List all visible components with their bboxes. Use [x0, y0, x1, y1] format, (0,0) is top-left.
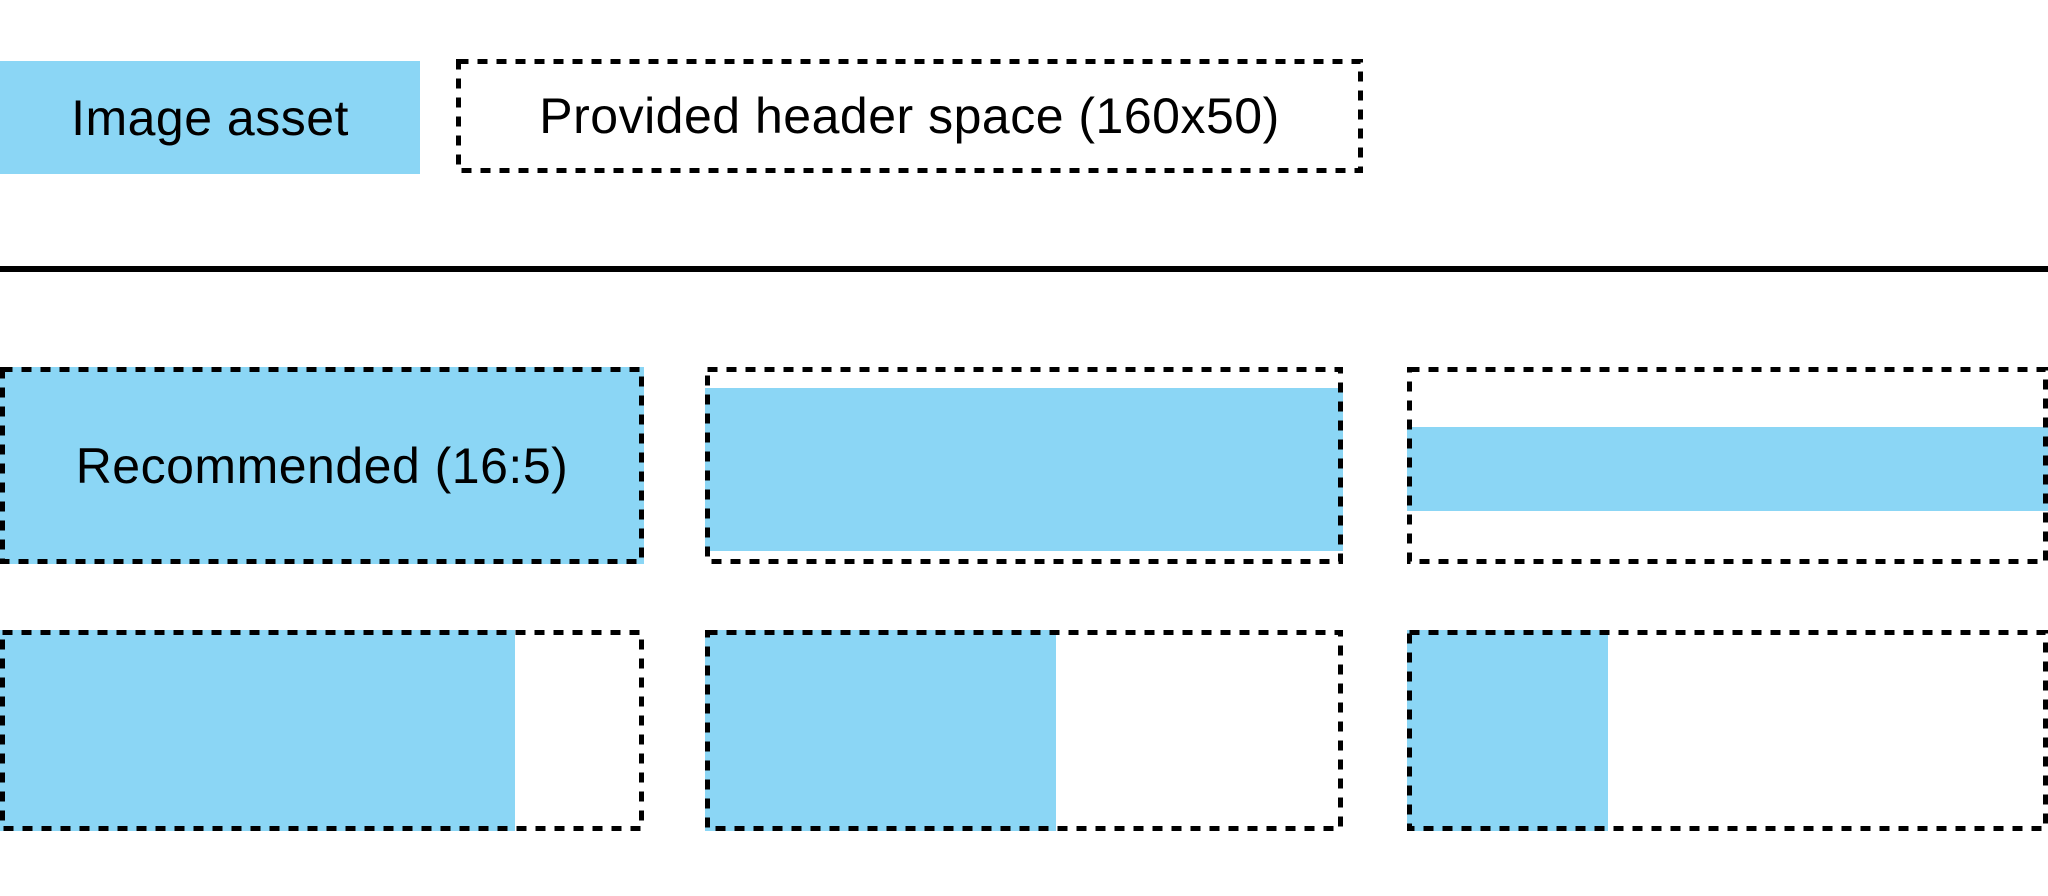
legend-header-space-box: Provided header space (160x50) — [456, 59, 1363, 173]
section-divider-line — [0, 266, 2048, 272]
image-asset-fill — [1407, 427, 2048, 511]
example-box-fit-height-2 — [705, 630, 1343, 831]
legend-image-asset-label: Image asset — [71, 89, 349, 146]
image-asset-fill — [0, 630, 516, 831]
image-asset-fill — [705, 630, 1056, 831]
recommended-ratio-label: Recommended (16:5) — [75, 437, 569, 494]
image-asset-fill — [705, 387, 1343, 552]
example-box-fit-height-1 — [0, 630, 644, 831]
legend-image-asset-swatch: Image asset — [0, 61, 420, 174]
image-asset-fill — [1407, 630, 1609, 831]
example-box-fit-width-2 — [1407, 367, 2048, 564]
legend-header-space-label: Provided header space (160x50) — [539, 88, 1280, 144]
example-box-fit-width-1 — [705, 367, 1343, 564]
example-box-fit-height-3 — [1407, 630, 2048, 831]
example-box-recommended: Recommended (16:5) — [0, 367, 644, 564]
